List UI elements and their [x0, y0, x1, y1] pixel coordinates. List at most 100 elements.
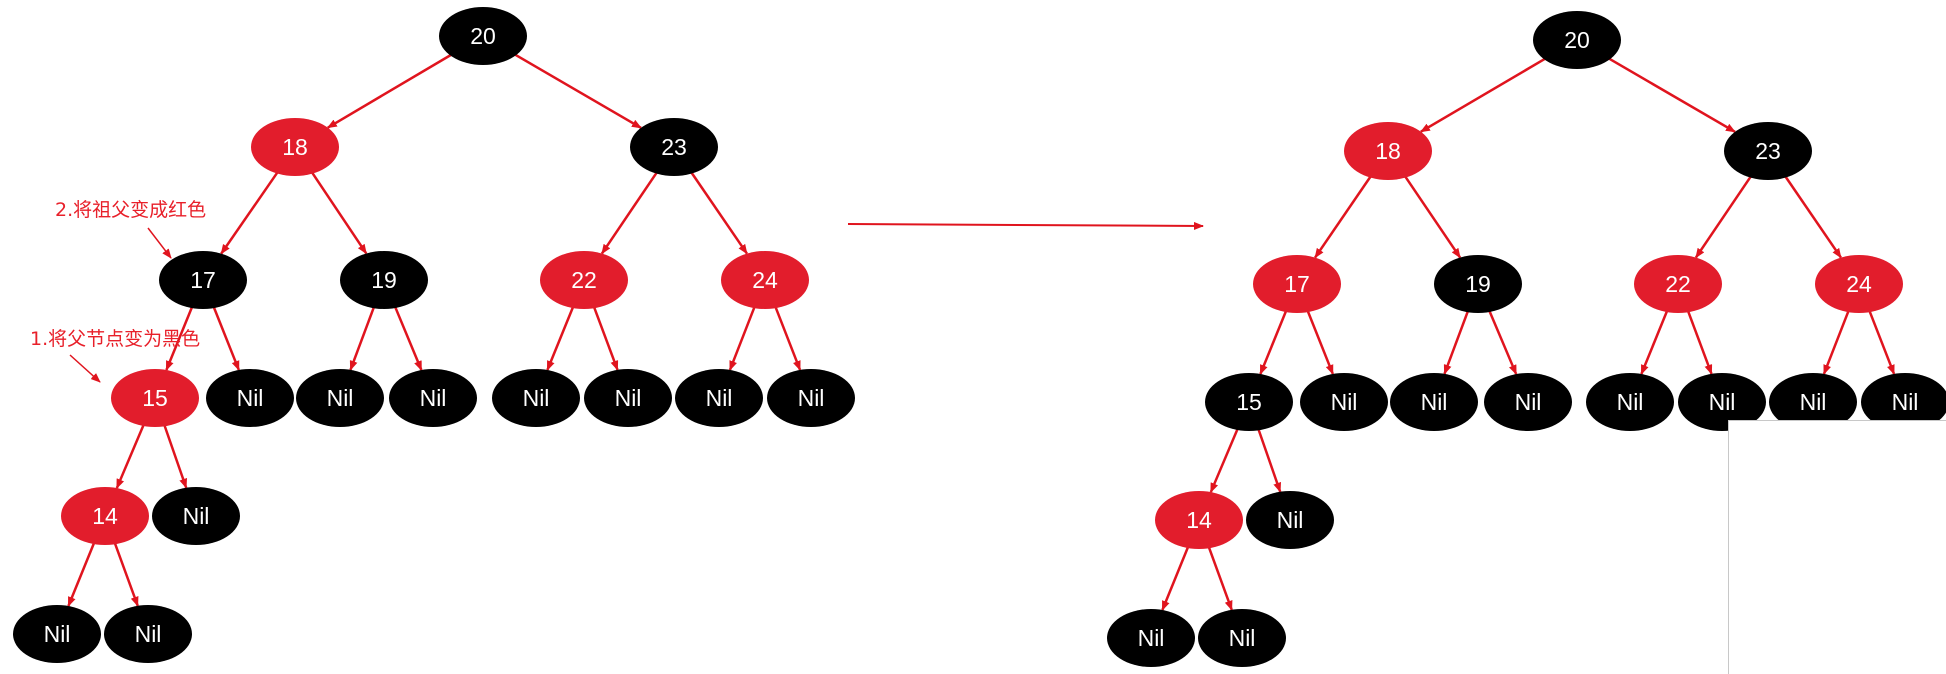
before-node-nil: Nil [296, 369, 384, 427]
node-ellipse [1724, 122, 1812, 180]
node-ellipse [296, 369, 384, 427]
node-ellipse [1107, 609, 1195, 667]
after-node-24: 24 [1815, 255, 1903, 313]
node-ellipse [1155, 491, 1243, 549]
node-ellipse [584, 369, 672, 427]
after-edge-a18-a19 [1403, 175, 1462, 259]
after-node-nil: Nil [1769, 373, 1857, 431]
node-ellipse [675, 369, 763, 427]
node-ellipse [1246, 491, 1334, 549]
node-label: Nil [1617, 389, 1644, 415]
node-ellipse [1300, 373, 1388, 431]
node-ellipse [1634, 255, 1722, 313]
after-edge-a20-a23 [1607, 57, 1736, 133]
before-edge-b24-b24nr [774, 306, 802, 371]
node-label: Nil [706, 385, 733, 411]
node-ellipse [1861, 373, 1946, 431]
node-label: Nil [420, 385, 447, 411]
before-node-14: 14 [61, 487, 149, 545]
node-ellipse [630, 118, 718, 176]
after-node-nil: Nil [1300, 373, 1388, 431]
before-edge-b19-b19nr [393, 306, 423, 371]
node-ellipse [1678, 373, 1766, 431]
before-edge-b17-b17n [212, 306, 240, 371]
after-node-nil: Nil [1861, 373, 1946, 431]
node-label: 22 [571, 267, 597, 293]
node-label: Nil [1515, 389, 1542, 415]
node-label: Nil [237, 385, 264, 411]
node-ellipse [152, 487, 240, 545]
node-label: Nil [1277, 507, 1304, 533]
node-ellipse [389, 369, 477, 427]
node-ellipse [1344, 122, 1432, 180]
node-ellipse [439, 7, 527, 65]
after-edge-a15-a14 [1209, 428, 1239, 493]
after-edge-a23-a22 [1694, 175, 1753, 259]
node-label: Nil [44, 621, 71, 647]
node-ellipse [251, 118, 339, 176]
node-ellipse [61, 487, 149, 545]
node-label: 18 [282, 134, 308, 160]
annotation-step1-pointer [69, 354, 101, 383]
node-label: Nil [1138, 625, 1165, 651]
after-edge-a24-a24nr [1868, 310, 1896, 375]
node-ellipse [1434, 255, 1522, 313]
node-label: Nil [135, 621, 162, 647]
node-label: 19 [1465, 271, 1491, 297]
node-label: 15 [142, 385, 168, 411]
node-label: 20 [470, 23, 496, 49]
before-edge-b14-b14nl [67, 542, 96, 607]
before-edge-b23-b24 [690, 171, 748, 255]
node-label: 18 [1375, 138, 1401, 164]
before-node-23: 23 [630, 118, 718, 176]
node-label: 17 [190, 267, 216, 293]
before-node-nil: Nil [584, 369, 672, 427]
node-ellipse [1253, 255, 1341, 313]
after-node-nil: Nil [1586, 373, 1674, 431]
after-edge-a20-a18 [1419, 57, 1547, 133]
before-node-nil: Nil [13, 605, 101, 663]
before-edge-b19-b19nl [349, 306, 376, 371]
node-label: 14 [92, 503, 118, 529]
node-ellipse [111, 369, 199, 427]
node-label: Nil [1709, 389, 1736, 415]
node-ellipse [1815, 255, 1903, 313]
node-label: Nil [1229, 625, 1256, 651]
after-node-23: 23 [1724, 122, 1812, 180]
before-edge-b17-b15 [165, 306, 194, 371]
after-edge-a23-a24 [1784, 175, 1842, 259]
after-node-19: 19 [1434, 255, 1522, 313]
before-node-20: 20 [439, 7, 527, 65]
node-label: Nil [798, 385, 825, 411]
before-tree-edges [67, 53, 802, 607]
node-ellipse [540, 251, 628, 309]
before-edge-b18-b19 [310, 171, 368, 255]
before-edge-b22-b22nl [546, 306, 575, 371]
after-node-nil: Nil [1678, 373, 1766, 431]
node-label: 14 [1186, 507, 1212, 533]
before-node-22: 22 [540, 251, 628, 309]
node-label: Nil [327, 385, 354, 411]
before-edge-b22-b22nr [592, 306, 619, 371]
node-label: 24 [1846, 271, 1872, 297]
before-node-24: 24 [721, 251, 809, 309]
before-edge-b23-b22 [600, 171, 659, 255]
after-edge-a14-a14nr [1207, 546, 1233, 611]
node-ellipse [1198, 609, 1286, 667]
blank-overlay-panel [1728, 420, 1946, 674]
before-edge-b15-b14 [115, 424, 145, 489]
node-label: Nil [1800, 389, 1827, 415]
node-label: 22 [1665, 271, 1691, 297]
after-node-nil: Nil [1198, 609, 1286, 667]
after-tree-edges [1161, 57, 1896, 611]
after-node-18: 18 [1344, 122, 1432, 180]
node-ellipse [1586, 373, 1674, 431]
node-label: Nil [1331, 389, 1358, 415]
before-edge-b18-b17 [220, 171, 279, 255]
node-label: Nil [183, 503, 210, 529]
before-edge-b14-b14nr [113, 542, 139, 607]
node-ellipse [13, 605, 101, 663]
before-node-18: 18 [251, 118, 339, 176]
node-ellipse [1205, 373, 1293, 431]
